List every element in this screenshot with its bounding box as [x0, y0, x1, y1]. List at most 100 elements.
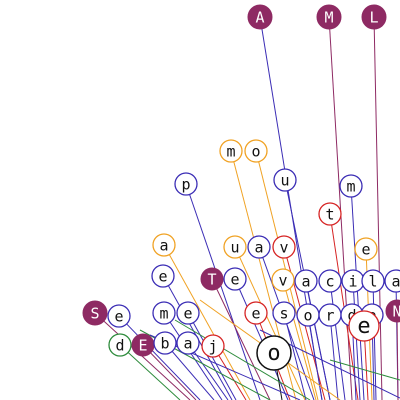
tile-letter: a [301, 273, 310, 291]
tile-circle [244, 301, 268, 325]
tile-letter: E [138, 337, 147, 355]
tile-circle [316, 4, 342, 30]
tile-letter: e [361, 241, 370, 259]
tile-circle [273, 168, 297, 192]
letter-tile[interactable]: e [107, 304, 131, 328]
letter-tile[interactable]: i [341, 269, 365, 293]
tile-letter: L [369, 9, 378, 27]
letter-tile[interactable]: e [244, 301, 268, 325]
tile-circle [271, 268, 295, 292]
letter-tile[interactable]: N [385, 299, 400, 323]
connector-line [163, 312, 223, 400]
letter-tile[interactable]: e [151, 264, 175, 288]
letter-tile[interactable]: a [384, 269, 400, 293]
tile-circle [247, 235, 271, 259]
letter-tile[interactable]: e [223, 267, 247, 291]
letter-tile[interactable]: m [339, 174, 363, 198]
letter-tile[interactable]: a [247, 235, 271, 259]
tile-letter: c [325, 273, 334, 291]
letter-tile[interactable]: a [294, 269, 318, 293]
connector-line [211, 278, 271, 400]
connector-line [234, 246, 306, 400]
letter-tile[interactable]: v [271, 268, 295, 292]
tile-letter: o [251, 143, 260, 161]
connector-line [283, 312, 307, 400]
tile-letter: u [280, 172, 289, 190]
tile-letter: b [160, 335, 169, 353]
tile-circle [294, 269, 318, 293]
connector-line [305, 280, 331, 400]
letter-tile[interactable]: t [318, 202, 342, 226]
tile-letter: e [230, 271, 239, 289]
letter-tile[interactable]: p [174, 172, 198, 196]
tile-circle [244, 139, 268, 163]
connector-line [119, 344, 181, 400]
connector-line [350, 185, 365, 400]
connector-line [329, 359, 400, 381]
letter-tile[interactable]: o [296, 303, 320, 327]
letter-tile[interactable]: m [152, 301, 176, 325]
tile-circle [361, 269, 385, 293]
letter-tile[interactable]: e [354, 237, 378, 261]
letter-tile[interactable]: E [131, 333, 155, 357]
letter-tile[interactable]: l [361, 269, 385, 293]
letter-tile[interactable]: s [272, 301, 296, 325]
connector-line [185, 183, 261, 400]
connector-line [142, 344, 197, 400]
tile-circle [223, 267, 247, 291]
tile-letter: m [226, 143, 235, 161]
tile-letter: N [392, 303, 400, 321]
tile-letter: a [183, 335, 192, 353]
letter-tile[interactable]: e [176, 301, 200, 325]
letter-tile[interactable]: u [273, 168, 297, 192]
letter-tile[interactable]: o [256, 335, 292, 371]
letter-tile[interactable]: c [318, 269, 342, 293]
letter-tile[interactable]: a [176, 331, 200, 355]
connector-line [94, 312, 191, 400]
connector-line [372, 280, 377, 400]
tile-letter: d [347, 307, 356, 325]
letter-tile[interactable]: j [201, 334, 225, 358]
connector-line [396, 310, 399, 400]
tile-circle [361, 4, 387, 30]
letter-tile[interactable]: v [272, 235, 296, 259]
letter-tile[interactable]: u [223, 235, 247, 259]
connector-line [373, 16, 383, 400]
letter-tile[interactable]: M [316, 4, 342, 30]
tile-circle [174, 172, 198, 196]
tile-circle [247, 4, 273, 30]
tile-letter: p [181, 176, 190, 194]
tile-letter: m [346, 178, 355, 196]
letter-tile[interactable]: a [152, 233, 176, 257]
letter-tile[interactable]: m [219, 139, 243, 163]
tile-circle [219, 139, 243, 163]
letter-tile[interactable]: T [200, 267, 224, 291]
tile-letter: o [303, 307, 312, 325]
tile-circle [176, 301, 200, 325]
tile-letter: j [208, 338, 217, 356]
tile-letter: t [325, 206, 334, 224]
connector-line [118, 315, 201, 400]
tile-letter: a [254, 239, 263, 257]
tile-letter: a [391, 273, 400, 291]
letter-tile[interactable]: S [82, 300, 108, 326]
letter-tiles: AMLmoupmtauaveeTevacilameesordeeNSedEbaj… [82, 4, 400, 371]
letter-tile[interactable]: r [318, 303, 342, 327]
letter-tile[interactable]: o [244, 139, 268, 163]
letter-tile[interactable]: d [108, 333, 132, 357]
connector-line [163, 244, 251, 400]
connector-line [329, 314, 339, 400]
tile-letter: e [251, 305, 260, 323]
tile-letter: e [357, 314, 370, 339]
letter-tile[interactable]: e [348, 310, 380, 342]
tile-circle [384, 269, 400, 293]
letter-tile[interactable]: b [153, 331, 177, 355]
letter-tile[interactable]: L [361, 4, 387, 30]
tile-letter: a [159, 237, 168, 255]
tile-letter: m [159, 305, 168, 323]
letter-tile[interactable]: A [247, 4, 273, 30]
tile-circle [201, 334, 225, 358]
connector-line [329, 280, 346, 400]
tile-letter: A [255, 9, 264, 27]
